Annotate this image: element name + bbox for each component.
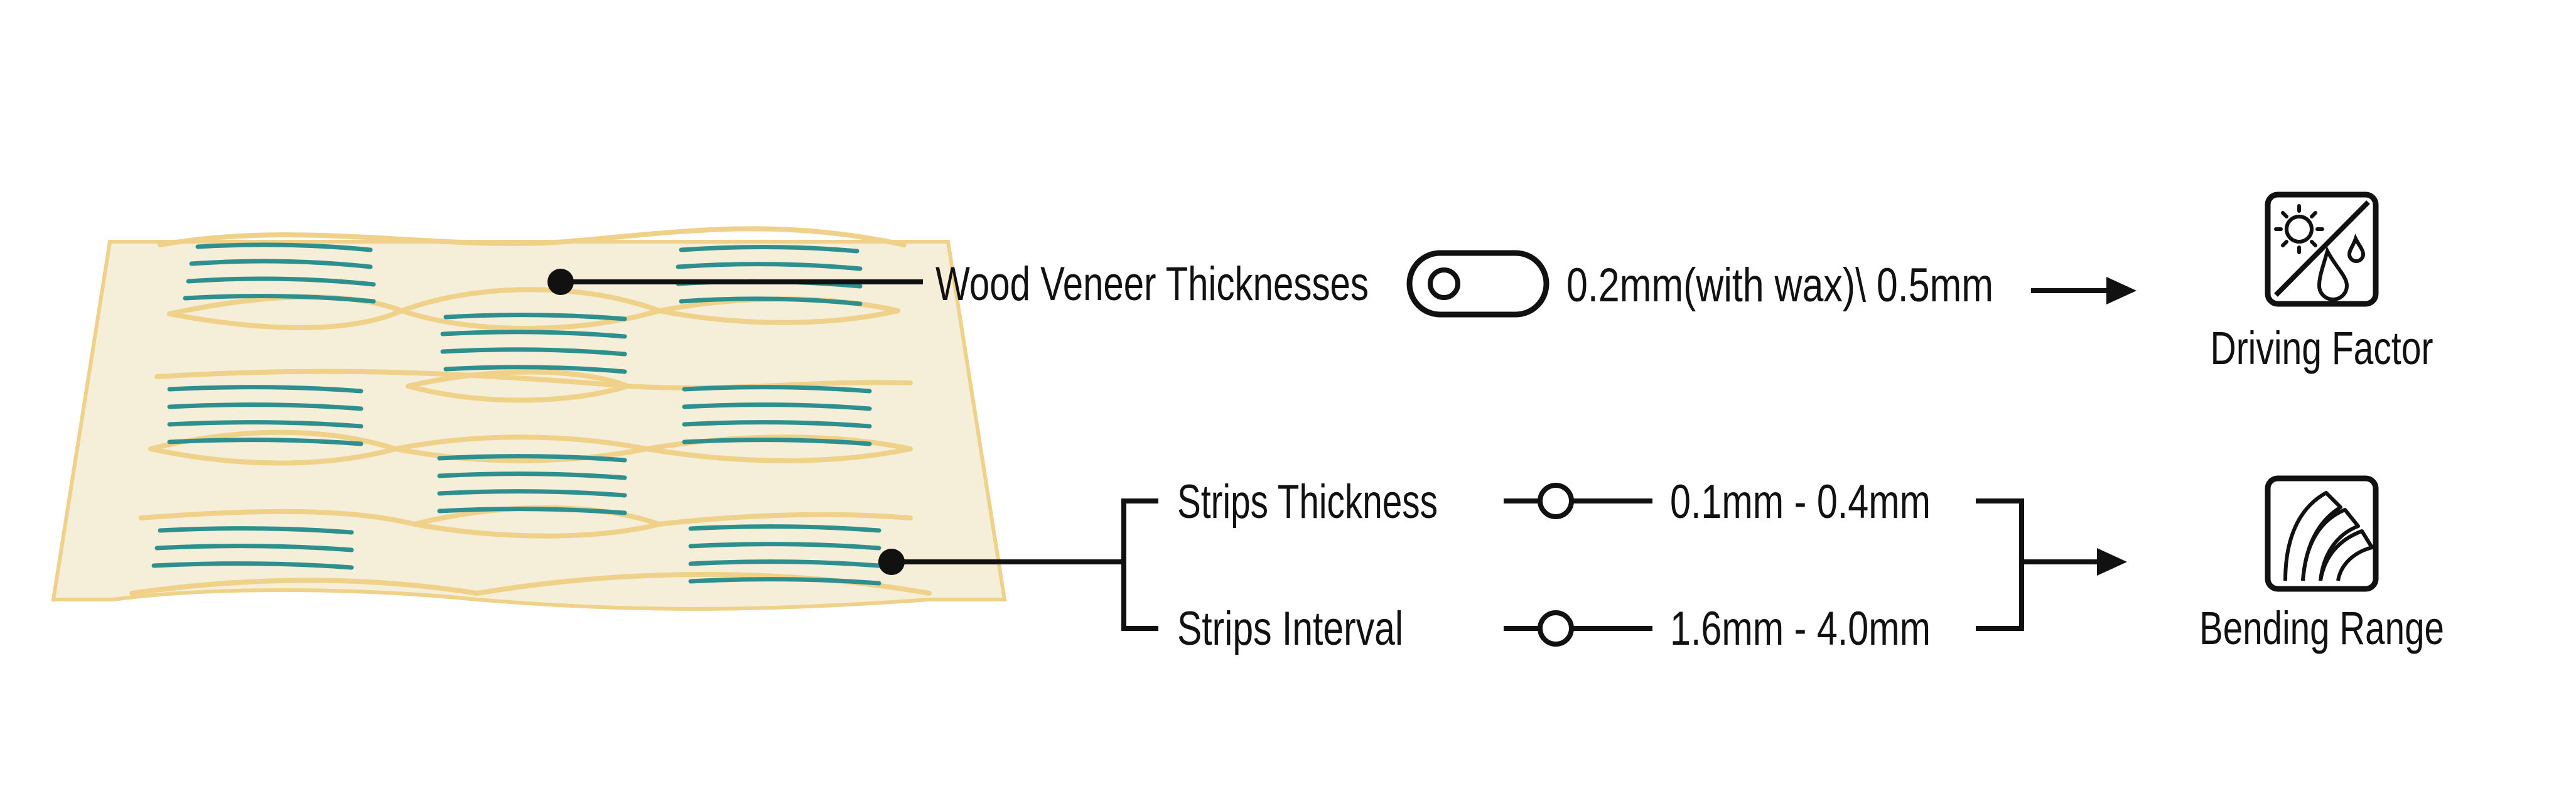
arrow-right-icon <box>2097 548 2127 576</box>
veneer-callout-dot <box>547 269 574 295</box>
wood-veneer-label: Wood Veneer Thicknesses <box>935 257 1369 311</box>
veneer-values: 0.2mm(with wax)\ 0.5mm <box>1566 259 1993 312</box>
strips-interval-label: Strips Interval <box>1177 602 1403 655</box>
sun-water-icon <box>2265 191 2379 307</box>
veneer-callout <box>547 269 923 295</box>
strips-bracket-right <box>1976 498 2127 631</box>
bending-range-label: Bending Range <box>2199 602 2444 654</box>
toggle-icon <box>1406 250 1549 318</box>
curved-layers-icon <box>2265 475 2379 592</box>
slider-icon-thickness <box>1504 483 1652 519</box>
strips-callout <box>878 498 1158 631</box>
strips-interval-values: 1.6mm - 4.0mm <box>1670 602 1931 655</box>
strips-thickness-label: Strips Thickness <box>1177 475 1438 529</box>
strips-thickness-values: 0.1mm - 0.4mm <box>1670 475 1931 529</box>
driving-factor-label: Driving Factor <box>2211 322 2433 374</box>
veneer-sheet <box>51 226 1007 611</box>
slider-icon-interval <box>1504 610 1652 647</box>
arrow-right-icon <box>2031 277 2137 304</box>
